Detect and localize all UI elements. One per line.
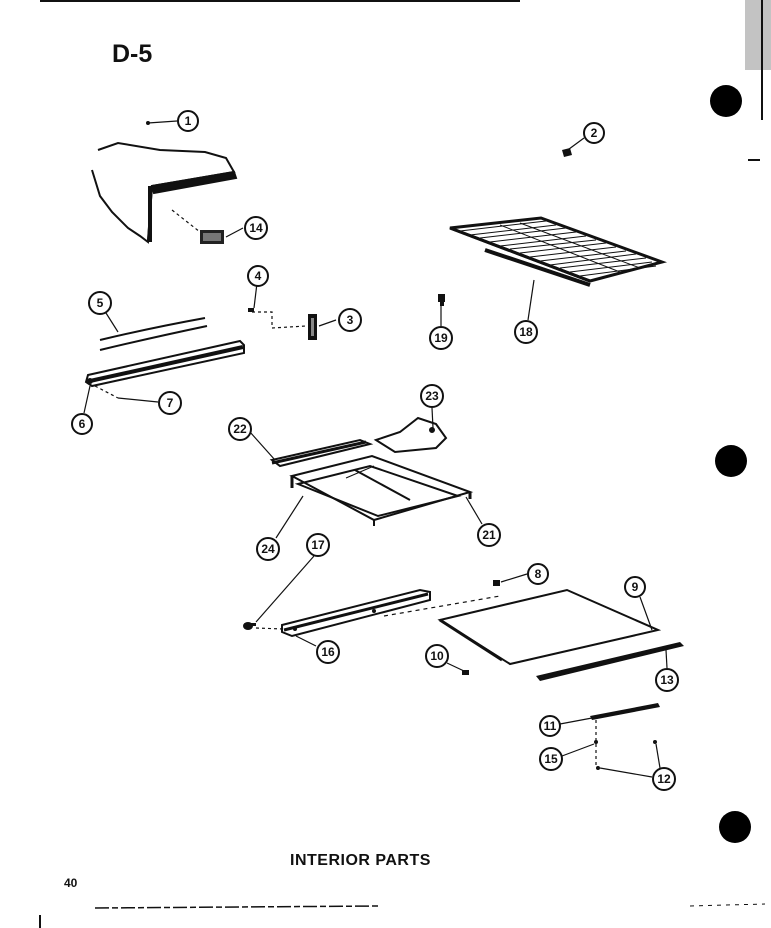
callout-11-label: 11	[544, 719, 557, 733]
screw-15	[594, 740, 598, 744]
shelf-support-rail	[281, 588, 431, 638]
callout-18-label: 18	[519, 325, 533, 339]
callout-18: 18	[514, 320, 538, 344]
callout-13-label: 13	[660, 673, 674, 687]
callout-5: 5	[88, 291, 112, 315]
scan-artifacts	[39, 0, 771, 928]
callout-2: 2	[583, 122, 605, 144]
callout-12: 12	[652, 767, 676, 791]
callout-1: 1	[177, 110, 199, 132]
callout-17-label: 17	[311, 538, 325, 552]
callout-24-label: 24	[261, 542, 275, 556]
callout-1-label: 1	[185, 114, 192, 128]
callout-15: 15	[539, 747, 563, 771]
callout-19: 19	[429, 326, 453, 350]
callout-4: 4	[247, 265, 269, 287]
callout-4-label: 4	[255, 269, 262, 283]
binder-hole-top	[710, 85, 742, 117]
callout-7: 7	[158, 391, 182, 415]
crisper-frame	[289, 454, 474, 526]
screw-2	[562, 148, 572, 157]
shelf-clip	[438, 294, 445, 306]
wire-shelf	[449, 216, 668, 287]
front-rail	[84, 339, 245, 388]
page-section-id: D-5	[112, 40, 153, 68]
callout-6-label: 6	[79, 417, 86, 431]
callout-22: 22	[228, 417, 252, 441]
callout-21-label: 21	[482, 528, 496, 542]
freezer-liner-corner	[91, 141, 238, 244]
callout-22-label: 22	[233, 422, 247, 436]
screw-4	[248, 308, 254, 312]
screw-8	[493, 580, 500, 586]
screw-12b	[596, 766, 600, 770]
binder-hole-middle	[715, 445, 747, 477]
callout-8-label: 8	[535, 567, 542, 581]
callout-6: 6	[71, 413, 93, 435]
callout-5-label: 5	[97, 296, 104, 310]
callout-23-label: 23	[425, 389, 439, 403]
callout-9: 9	[624, 576, 646, 598]
callout-10-label: 10	[430, 649, 444, 663]
callout-16-label: 16	[321, 645, 335, 659]
callout-7-label: 7	[167, 396, 174, 410]
glass-shelf	[437, 588, 662, 666]
leader-lines	[83, 120, 668, 778]
screw-17	[243, 622, 256, 630]
callout-3-label: 3	[347, 313, 354, 327]
callout-23: 23	[420, 384, 444, 408]
trim-piece	[590, 703, 660, 720]
callout-12-label: 12	[657, 772, 671, 786]
callout-16: 16	[316, 640, 340, 664]
gasket-strip	[99, 317, 208, 351]
callout-11: 11	[539, 715, 561, 737]
callout-19-label: 19	[434, 331, 448, 345]
binder-hole-bottom	[719, 811, 751, 843]
callout-21: 21	[477, 523, 501, 547]
callout-17: 17	[306, 533, 330, 557]
page-number: 40	[64, 876, 78, 890]
callout-2-label: 2	[591, 126, 598, 140]
callout-15-label: 15	[544, 752, 558, 766]
shelf-trim	[536, 642, 684, 681]
callout-8: 8	[527, 563, 549, 585]
screw-12a	[653, 740, 657, 744]
callout-10: 10	[425, 644, 449, 668]
callout-13: 13	[655, 668, 679, 692]
angled-rail	[269, 438, 374, 468]
cover-plate	[373, 416, 448, 454]
callout-14: 14	[244, 216, 268, 240]
callout-24: 24	[256, 537, 280, 561]
screw-10	[462, 670, 469, 675]
callout-3: 3	[338, 308, 362, 332]
diagram-caption: INTERIOR PARTS	[290, 852, 431, 869]
callout-14-label: 14	[249, 221, 263, 235]
bracket	[308, 314, 317, 340]
callout-9-label: 9	[632, 580, 639, 594]
vent-grille	[200, 230, 224, 244]
